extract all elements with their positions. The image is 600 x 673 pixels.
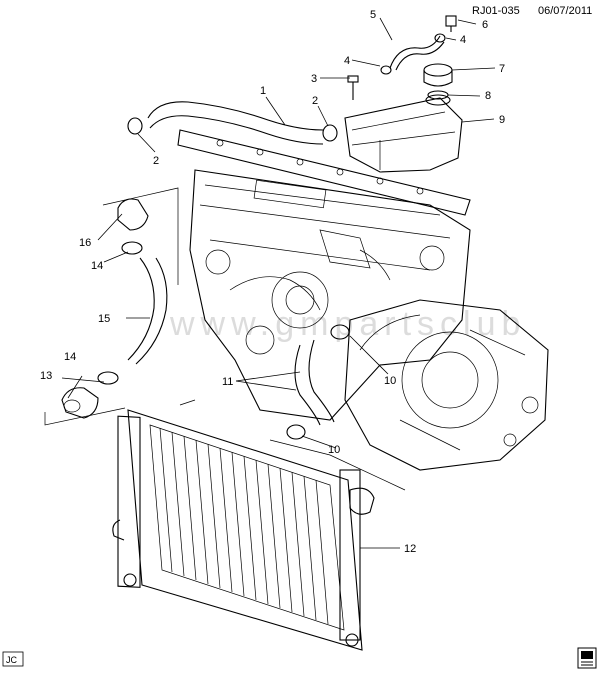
hose-clamp-lower [97, 371, 119, 385]
callout-14: 14 [64, 351, 76, 363]
callout-4: 4 [344, 55, 350, 67]
callout-3: 3 [311, 73, 317, 85]
lower-hose-coupling [61, 387, 99, 419]
radiator [112, 409, 375, 651]
corner-code: JC [2, 651, 24, 667]
upper-radiator-hose [147, 101, 324, 131]
callout-1: 1 [260, 85, 266, 97]
support-rail [177, 129, 471, 216]
leader-lines [61, 17, 496, 549]
callout-8: 8 [485, 90, 491, 102]
bypass-clamp-lower [286, 424, 306, 440]
callout-9: 9 [499, 114, 505, 126]
callout-10: 10 [328, 444, 340, 456]
book-icon [577, 647, 597, 669]
drawing-id: RJ01-035 [472, 5, 520, 17]
hose-clamp-left [127, 117, 143, 135]
callout-10: 10 [384, 375, 396, 387]
callout-6: 6 [482, 19, 488, 31]
callout-7: 7 [499, 63, 505, 75]
callout-12: 12 [404, 543, 416, 555]
surge-tank-hose [389, 35, 441, 69]
callout-11: 11 [222, 376, 233, 388]
watermark: www.gmpartsclub [169, 305, 526, 343]
transmission [344, 299, 549, 471]
hose-clamp-upper [121, 241, 143, 255]
hose-clamp-right [322, 124, 338, 142]
bypass-hose [294, 344, 321, 426]
callout-14: 14 [91, 260, 103, 272]
callout-2: 2 [153, 155, 159, 167]
lower-radiator-hose [127, 257, 155, 361]
drawing-date: 06/07/2011 [538, 5, 592, 17]
callout-4: 4 [460, 34, 466, 46]
bypass-clamp-upper [330, 324, 350, 340]
small-clamp-lower [380, 65, 392, 75]
reference-lines [44, 187, 406, 491]
callout-16: 16 [79, 237, 91, 249]
hose-fitting [445, 15, 457, 32]
callout-2: 2 [312, 95, 318, 107]
coolant-surge-tank [344, 94, 463, 173]
callout-5: 5 [370, 9, 376, 21]
thermostat-housing [117, 198, 149, 231]
small-clamp-upper [434, 33, 446, 43]
corner-code-label: JC [6, 655, 18, 665]
engine-assembly [189, 169, 471, 421]
surge-tank-cap [423, 63, 453, 87]
mounting-bolt [347, 75, 359, 100]
callout-13: 13 [40, 370, 52, 382]
callout-15: 15 [98, 313, 110, 325]
